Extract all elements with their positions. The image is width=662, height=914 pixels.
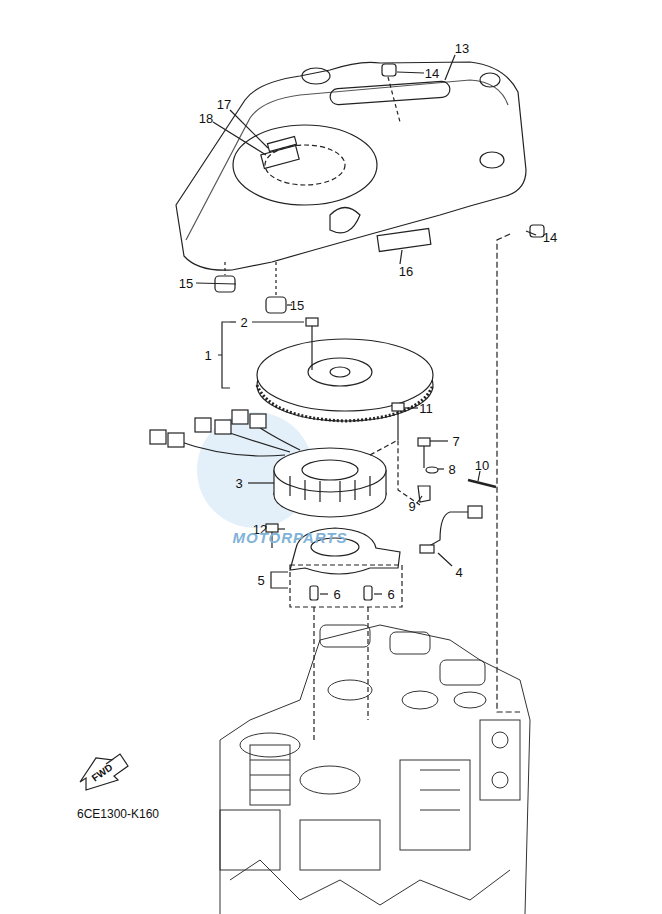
callout-number: 13 <box>455 42 469 55</box>
diagram-code: 6CE1300-K160 <box>77 808 159 820</box>
callout-number: 6 <box>333 588 340 601</box>
callout-number: 3 <box>235 477 242 490</box>
callout-number: 16 <box>399 265 413 278</box>
callout-number: 10 <box>475 459 489 472</box>
callout-number: 14 <box>425 67 439 80</box>
callout-number: 4 <box>455 566 462 579</box>
watermark: MOTORPARTS <box>232 530 347 545</box>
callout-number: 15 <box>290 299 304 312</box>
callout-number: 8 <box>448 463 455 476</box>
callout-number: 11 <box>419 402 433 415</box>
callout-number: 15 <box>179 277 193 290</box>
callout-number: 2 <box>240 316 247 329</box>
callout-number: 14 <box>543 231 557 244</box>
callout-number: 7 <box>452 435 459 448</box>
callout-number: 9 <box>408 500 415 513</box>
callout-number: 17 <box>217 98 231 111</box>
callout-number: 6 <box>387 588 394 601</box>
callout-number: 1 <box>204 349 211 362</box>
callout-number: 18 <box>199 112 213 125</box>
callout-number: 5 <box>257 574 264 587</box>
